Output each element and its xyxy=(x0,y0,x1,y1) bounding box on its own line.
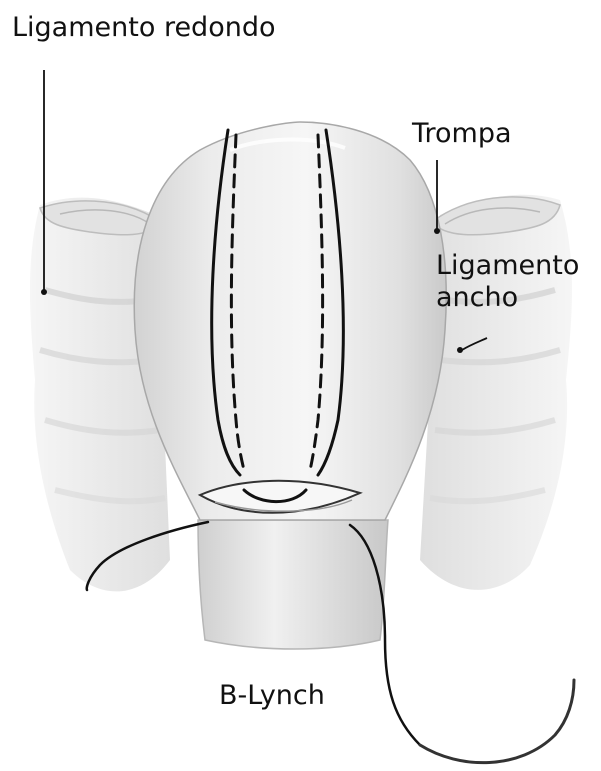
dot-broad-ligament xyxy=(457,347,463,353)
label-b-lynch: B-Lynch xyxy=(219,680,325,712)
cervix xyxy=(198,520,388,649)
label-broad-ligament: Ligamento ancho xyxy=(436,250,579,315)
label-broad-ligament-line2: ancho xyxy=(436,282,579,314)
dot-tube xyxy=(434,228,440,234)
uterus-body xyxy=(134,122,446,520)
label-round-ligament: Ligamento redondo xyxy=(12,12,276,44)
dot-round-ligament xyxy=(41,289,47,295)
suture-needle xyxy=(420,680,574,763)
label-fallopian-tube: Trompa xyxy=(412,118,512,150)
label-broad-ligament-line1: Ligamento xyxy=(436,250,579,282)
